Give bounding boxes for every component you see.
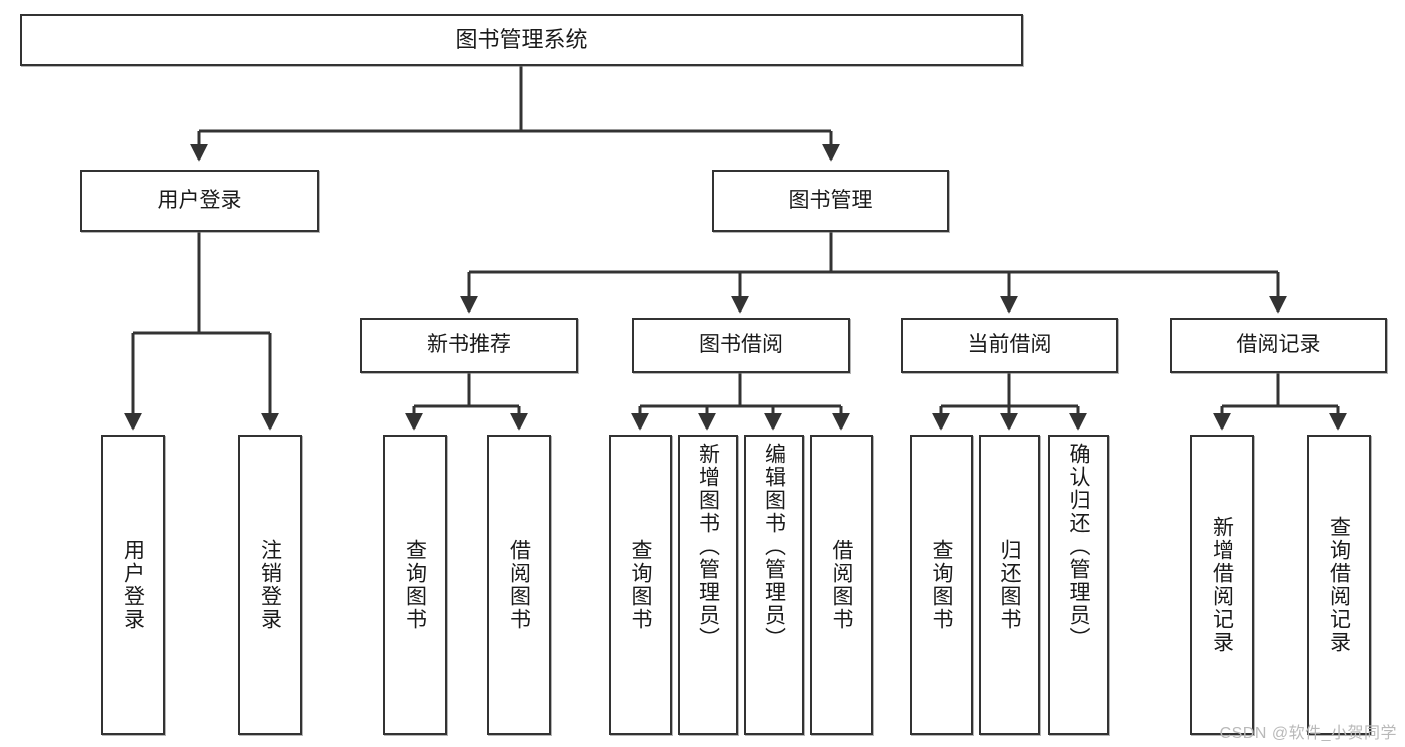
node-label: 图书借阅 <box>699 333 783 357</box>
node-label: 借阅图书 <box>830 539 853 631</box>
node-label: 确认归还（管理员） <box>1067 443 1090 650</box>
watermark: CSDN @软件_小贺同学 <box>1219 725 1397 742</box>
leaf-borrow-borrow-book[interactable]: 借阅图书 <box>810 435 873 735</box>
node-borrow-record[interactable]: 借阅记录 <box>1170 318 1387 373</box>
node-label: 当前借阅 <box>967 333 1052 357</box>
leaf-borrow-add-book-admin[interactable]: 新增图书（管理员） <box>678 435 738 735</box>
node-label: 图书管理 <box>788 188 873 212</box>
node-label: 查询图书 <box>930 539 953 631</box>
leaf-recommend-borrow-book[interactable]: 借阅图书 <box>487 435 551 735</box>
leaf-record-query-record[interactable]: 查询借阅记录 <box>1307 435 1371 735</box>
node-root-book-management-system[interactable]: 图书管理系统 <box>20 14 1023 66</box>
node-label: 查询借阅记录 <box>1327 516 1351 654</box>
node-new-book-recommend[interactable]: 新书推荐 <box>360 318 578 373</box>
node-label: 注销登录 <box>258 539 282 631</box>
node-label: 新增图书（管理员） <box>696 443 720 650</box>
leaf-user-login-logout[interactable]: 注销登录 <box>238 435 302 735</box>
node-label: 新增借阅记录 <box>1210 516 1234 654</box>
node-label: 查询图书 <box>629 539 652 631</box>
node-label: 归还图书 <box>998 539 1021 631</box>
node-label: 用户登录 <box>121 539 145 631</box>
leaf-current-confirm-return-admin[interactable]: 确认归还（管理员） <box>1048 435 1109 735</box>
node-label: 新书推荐 <box>427 333 511 357</box>
leaf-recommend-query-book[interactable]: 查询图书 <box>383 435 447 735</box>
node-label: 用户登录 <box>157 188 242 212</box>
node-book-management[interactable]: 图书管理 <box>712 170 949 232</box>
node-label: 查询图书 <box>403 539 427 631</box>
node-current-borrow[interactable]: 当前借阅 <box>901 318 1118 373</box>
leaf-record-add-record[interactable]: 新增借阅记录 <box>1190 435 1254 735</box>
node-label: 借阅记录 <box>1236 333 1321 357</box>
leaf-current-return-book[interactable]: 归还图书 <box>979 435 1040 735</box>
node-label: 编辑图书（管理员） <box>762 443 786 650</box>
leaf-borrow-query-book[interactable]: 查询图书 <box>609 435 672 735</box>
leaf-user-login-login[interactable]: 用户登录 <box>101 435 165 735</box>
leaf-current-query-book[interactable]: 查询图书 <box>910 435 973 735</box>
node-book-borrow[interactable]: 图书借阅 <box>632 318 850 373</box>
leaf-borrow-edit-book-admin[interactable]: 编辑图书（管理员） <box>744 435 804 735</box>
node-label: 借阅图书 <box>507 539 531 631</box>
node-user-login[interactable]: 用户登录 <box>80 170 319 232</box>
node-label: 图书管理系统 <box>455 27 588 53</box>
